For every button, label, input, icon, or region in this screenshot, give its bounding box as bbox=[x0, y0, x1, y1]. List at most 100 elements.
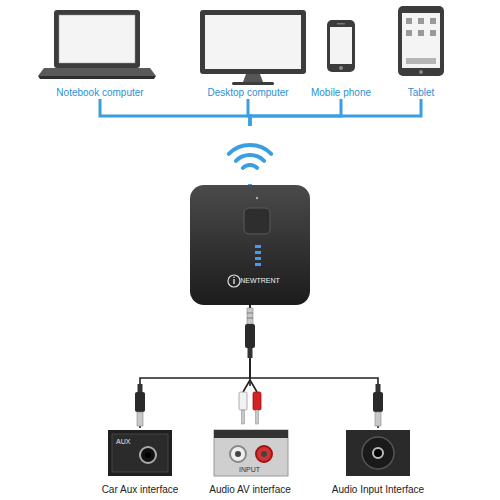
signal-arc bbox=[243, 165, 257, 168]
plug-body bbox=[373, 392, 383, 412]
panel-photo bbox=[346, 430, 410, 476]
laptop-base bbox=[38, 68, 156, 76]
phone-body bbox=[327, 20, 355, 72]
socket-hole bbox=[261, 451, 267, 457]
receiver-illustration bbox=[190, 185, 310, 305]
plug-relief bbox=[376, 384, 381, 392]
audio-input-photo bbox=[346, 430, 410, 476]
output-label: Car Aux interface bbox=[102, 484, 179, 496]
device-label: Notebook computer bbox=[56, 87, 143, 99]
signal-backdrop bbox=[220, 126, 280, 184]
main-jack-plug bbox=[245, 308, 255, 358]
plug-tip bbox=[137, 412, 143, 426]
status-led bbox=[255, 257, 261, 260]
socket-hole bbox=[235, 451, 241, 457]
rca-socket bbox=[256, 446, 272, 462]
monitor-neck bbox=[243, 74, 263, 82]
plug-tip bbox=[247, 308, 253, 324]
rca-socket bbox=[230, 446, 246, 462]
output-node: Audio Input Interface bbox=[318, 428, 438, 496]
logo-ring bbox=[228, 275, 240, 287]
device-node: Tablet bbox=[385, 5, 457, 99]
desktop-illustration bbox=[200, 10, 306, 85]
rca-plug-pair bbox=[239, 380, 261, 428]
wireless-symbol bbox=[229, 145, 271, 168]
panel-photo bbox=[108, 430, 172, 476]
app-icon bbox=[418, 30, 424, 36]
laptop-lid bbox=[54, 10, 140, 68]
panel-photo bbox=[214, 430, 288, 476]
logo-mark bbox=[233, 279, 234, 284]
phone-illustration bbox=[327, 20, 355, 72]
pair-button bbox=[244, 208, 270, 234]
logo-dot bbox=[233, 277, 235, 279]
plug-band bbox=[247, 313, 253, 314]
plug-relief bbox=[248, 348, 253, 358]
device-node: Notebook computer bbox=[40, 5, 160, 99]
plug-tip bbox=[375, 412, 381, 426]
app-icon bbox=[430, 18, 436, 24]
app-icon bbox=[406, 18, 412, 24]
output-node: Car Aux interface bbox=[85, 428, 195, 496]
device-node: Desktop computer bbox=[193, 5, 303, 99]
av-input-photo bbox=[214, 430, 288, 476]
socket-hole bbox=[145, 452, 151, 458]
tablet-screen bbox=[402, 13, 440, 68]
monitor-foot bbox=[232, 82, 274, 85]
phone-screen bbox=[330, 27, 352, 64]
phone-speaker bbox=[337, 23, 345, 25]
wire-gap bbox=[248, 386, 252, 428]
device-label: Tablet bbox=[408, 87, 435, 99]
output-label: Audio Input Interface bbox=[332, 484, 424, 496]
panel-marking: INPUT bbox=[239, 466, 260, 473]
output-node: Audio AV interface bbox=[195, 428, 305, 496]
audio-input-plug bbox=[373, 384, 383, 426]
car-aux-plug bbox=[135, 384, 145, 426]
laptop-screen bbox=[59, 15, 135, 63]
app-icon bbox=[406, 30, 412, 36]
app-icon bbox=[418, 18, 424, 24]
plug-tip bbox=[242, 410, 245, 424]
device-node: Mobile phone bbox=[304, 5, 378, 99]
tablet-button bbox=[419, 70, 423, 74]
aux-socket bbox=[140, 447, 156, 463]
monitor-frame bbox=[200, 10, 306, 74]
panel-marking: AUX bbox=[116, 438, 130, 445]
plug-body bbox=[135, 392, 145, 412]
panel-face bbox=[112, 434, 168, 472]
tablet-illustration bbox=[398, 6, 444, 76]
speaker-grille bbox=[362, 437, 394, 469]
plug-tip bbox=[256, 410, 259, 424]
car-aux-photo bbox=[108, 430, 172, 476]
wire-fork bbox=[243, 380, 257, 392]
audio-cable bbox=[250, 305, 378, 428]
app-dock bbox=[406, 58, 436, 64]
status-led bbox=[255, 251, 261, 254]
output-label: Audio AV interface bbox=[209, 484, 291, 496]
receiver-node: NEWTRENT bbox=[190, 185, 310, 305]
rca-red-plug bbox=[253, 392, 261, 410]
device-label: Mobile phone bbox=[311, 87, 371, 99]
phone-button bbox=[339, 66, 343, 70]
monitor-screen bbox=[205, 15, 301, 69]
status-led bbox=[255, 245, 261, 248]
laptop-edge bbox=[38, 76, 156, 79]
device-label: Desktop computer bbox=[207, 87, 288, 99]
receiver-body bbox=[190, 185, 310, 305]
app-icon bbox=[430, 30, 436, 36]
mic-hole bbox=[256, 197, 258, 199]
plug-body bbox=[245, 324, 255, 348]
signal-arc bbox=[236, 155, 264, 161]
laptop-illustration bbox=[38, 10, 156, 79]
tablet-body bbox=[398, 6, 444, 76]
signal-arc bbox=[229, 145, 271, 154]
brand-logo-text: NEWTRENT bbox=[240, 277, 280, 285]
plug-relief bbox=[138, 384, 143, 392]
input-socket bbox=[373, 448, 383, 458]
rca-white-plug bbox=[239, 392, 247, 410]
panel-strip bbox=[214, 430, 288, 438]
plug-band bbox=[247, 318, 253, 319]
audio-cable bbox=[140, 305, 250, 428]
